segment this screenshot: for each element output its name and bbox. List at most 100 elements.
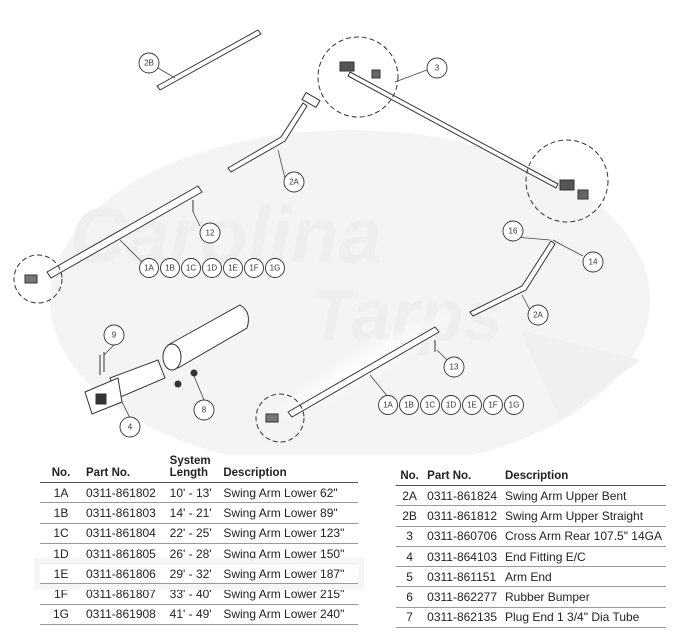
cell-description: End Fitting E/C <box>505 549 586 564</box>
callout-1B: 1B <box>399 395 419 415</box>
cell-no: 1D <box>53 546 69 561</box>
callout-1A: 1A <box>139 258 159 278</box>
cell-system-length: 14' - 21' <box>169 505 212 520</box>
svg-text:1B: 1B <box>404 401 414 410</box>
cell-description: Rubber Bumper <box>505 590 590 605</box>
callout-2A-mid: 2A <box>527 304 549 326</box>
callout-1D: 1D <box>202 258 222 278</box>
cell-no: 1E <box>53 566 69 581</box>
svg-text:16: 16 <box>509 227 518 236</box>
svg-text:2A: 2A <box>533 311 543 320</box>
table-row: 6 0311-862277 Rubber Bumper <box>396 587 666 608</box>
part-2B-drawing <box>156 29 262 91</box>
table-row: 1F 0311-861807 33' - 40' Swing Arm Lower 21… <box>40 584 358 605</box>
parts-diagram: Carolina Tarps <box>13 29 650 455</box>
part-3-drawing <box>317 36 609 223</box>
svg-text:12: 12 <box>206 229 215 238</box>
cell-description: Swing Arm Upper Straight <box>505 508 644 523</box>
callout-12: 12 <box>199 222 221 244</box>
svg-text:1G: 1G <box>270 264 281 273</box>
header-no: No. <box>51 467 71 479</box>
cell-part-no: 0311-864103 <box>427 549 497 564</box>
svg-text:1A: 1A <box>144 264 154 273</box>
cell-part-no: 0311-862135 <box>427 610 497 625</box>
cell-no: 5 <box>406 569 413 584</box>
callout-1E: 1E <box>223 258 243 278</box>
callout-13: 13 <box>443 356 465 378</box>
cell-part-no: 0311-861807 <box>86 587 156 602</box>
cell-part-no: 0311-861802 <box>86 485 156 500</box>
cell-part-no: 0311-861908 <box>86 607 156 622</box>
callout-1A: 1A <box>378 395 398 415</box>
part-2A-top-drawing <box>227 91 321 173</box>
svg-text:3: 3 <box>435 64 440 73</box>
callout-16: 16 <box>502 220 524 242</box>
cell-part-no: 0311-861812 <box>427 508 497 523</box>
cell-no: 7 <box>406 610 413 625</box>
watermark: Carolina Tarps <box>50 130 650 455</box>
cell-system-length: 41' - 49' <box>169 607 212 622</box>
cell-description: Swing Arm Lower 215" <box>223 587 345 602</box>
cell-system-length: 22' - 25' <box>169 526 212 541</box>
svg-text:14: 14 <box>589 258 598 267</box>
cell-part-no: 0311-861824 <box>427 488 497 503</box>
svg-text:1A: 1A <box>383 401 393 410</box>
svg-text:2A: 2A <box>289 178 299 187</box>
callout-group-top: 1A 1B 1C 1D 1E 1F 1G <box>139 258 285 278</box>
callout-1F: 1F <box>483 395 503 415</box>
svg-text:1D: 1D <box>207 264 217 273</box>
cell-description: Swing Arm Lower 150" <box>223 546 345 561</box>
table-header-row: No. Part No. Description <box>396 470 666 486</box>
callout-1C: 1C <box>181 258 201 278</box>
cell-no: 2A <box>402 488 417 503</box>
cell-no: 1F <box>53 587 68 602</box>
header-part-no: Part No. <box>427 470 472 482</box>
cell-part-no: 0311-861804 <box>86 526 156 541</box>
callout-1F: 1F <box>244 258 264 278</box>
part-2A-mid-drawing <box>469 240 556 317</box>
end-fitting-assembly-drawing <box>84 304 249 415</box>
svg-text:1B: 1B <box>165 264 175 273</box>
svg-text:1F: 1F <box>488 401 497 410</box>
svg-text:1G: 1G <box>509 401 520 410</box>
callout-2A-top: 2A <box>283 171 305 193</box>
header-no: No. <box>400 470 419 482</box>
cell-no: 1A <box>53 485 69 500</box>
cell-description: Arm End <box>505 569 552 584</box>
cell-part-no: 0311-861803 <box>86 505 156 520</box>
svg-text:1E: 1E <box>467 401 477 410</box>
callout-1D: 1D <box>441 395 461 415</box>
cell-part-no: 0311-862277 <box>427 590 497 605</box>
svg-text:8: 8 <box>202 406 207 415</box>
header-description: Description <box>505 470 569 482</box>
cell-no: 1C <box>53 526 69 541</box>
svg-text:13: 13 <box>450 363 459 372</box>
callout-3: 3 <box>426 57 448 79</box>
cell-system-length: 33' - 40' <box>169 587 212 602</box>
lower-arm-bottom-drawing <box>255 326 440 443</box>
callout-1G: 1G <box>265 258 285 278</box>
callout-8: 8 <box>193 399 215 421</box>
cell-part-no: 0311-861805 <box>86 546 156 561</box>
svg-text:4: 4 <box>128 423 133 432</box>
cell-no: 1G <box>52 607 69 622</box>
cell-system-length: 10' - 13' <box>169 485 212 500</box>
cell-no: 1B <box>53 505 69 520</box>
cell-no: 6 <box>406 590 413 605</box>
svg-text:1F: 1F <box>249 264 258 273</box>
cell-no: 2B <box>402 508 417 523</box>
svg-text:1C: 1C <box>425 401 435 410</box>
lower-arm-top-drawing <box>13 185 203 304</box>
cell-no: 3 <box>406 529 413 544</box>
